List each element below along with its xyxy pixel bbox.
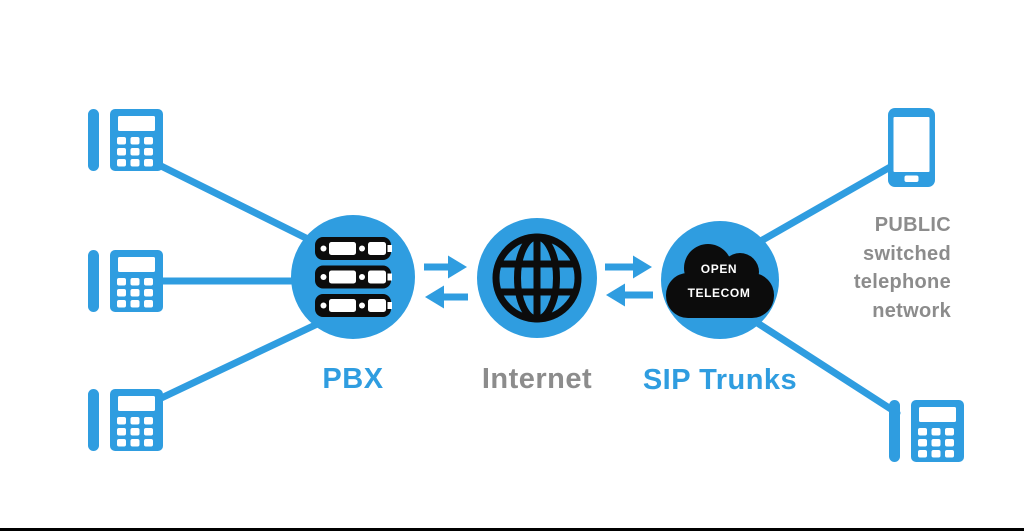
globe-icon: [492, 233, 582, 323]
pbx-node: [291, 215, 415, 339]
arrow-left-icon: [606, 283, 653, 307]
pstn-caption-line: switched: [863, 242, 951, 265]
arrow-left-icon: [425, 285, 468, 309]
desk-phone-icon: [88, 109, 163, 176]
sip-trunks-node: OPEN TELECOM: [661, 221, 779, 339]
mobile-phone-icon: [888, 108, 935, 192]
pstn-caption-line: telephone: [853, 271, 951, 293]
pstn-caption-line: PUBLIC: [874, 214, 951, 236]
connector-line-sip-mobile: [741, 162, 896, 254]
connector-line-phone3-pbx: [151, 314, 334, 405]
desk-phone-icon: [889, 400, 964, 467]
pstn-caption: PUBLIC switched telephone network: [781, 211, 951, 325]
connector-line-phone1-pbx: [151, 159, 334, 254]
cloud-label-line2: TELECOM: [688, 286, 751, 300]
pbx-label: PBX: [322, 363, 384, 395]
desk-phone-icon: [88, 389, 163, 456]
arrow-right-icon: [605, 255, 652, 279]
internet-node: [477, 218, 597, 338]
cloud-icon: OPEN TELECOM: [666, 244, 774, 318]
pstn-caption-line: network: [872, 299, 951, 322]
connector-line-sip-deskphone: [741, 311, 901, 417]
cloud-label-line1: OPEN: [701, 262, 737, 276]
desk-phone-icon: [88, 250, 163, 317]
arrow-right-icon: [424, 255, 467, 279]
sip-trunks-label: SIP Trunks: [642, 364, 798, 396]
internet-label: Internet: [481, 363, 593, 395]
bottom-border: [0, 528, 1024, 531]
server-icon: [315, 237, 392, 317]
